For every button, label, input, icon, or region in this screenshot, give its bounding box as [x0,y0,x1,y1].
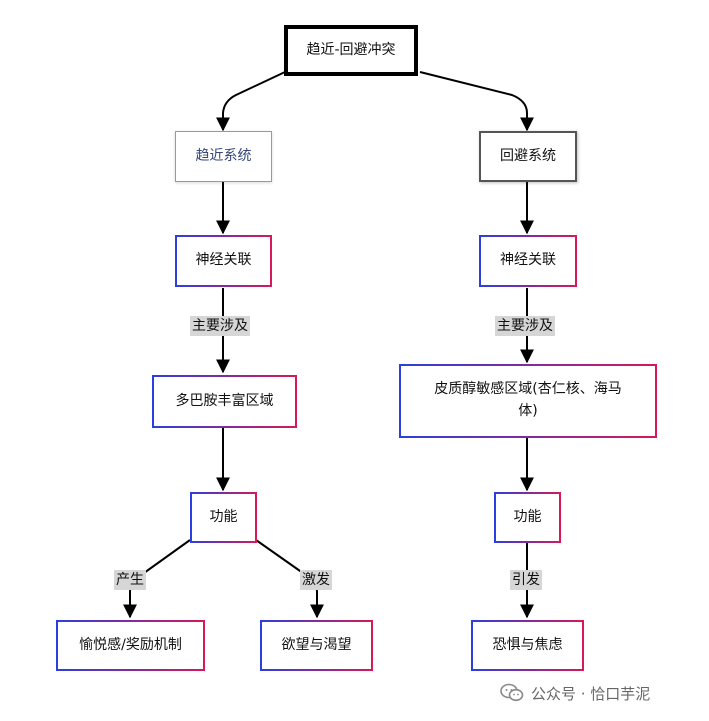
node-avoid-system[interactable]: 回避系统 [479,131,577,182]
node-desire[interactable]: 欲望与渴望 [260,620,373,671]
watermark-text: 公众号 · 恰口芋泥 [531,684,651,703]
node-avoid-function[interactable]: 功能 [494,492,561,543]
edge-label-stimulates: 激发 [300,570,332,590]
edge-label-avoid-involves: 主要涉及 [495,316,555,336]
node-approach-system[interactable]: 趋近系统 [175,131,272,182]
node-pleasure[interactable]: 愉悦感/奖励机制 [56,620,205,671]
node-avoid-neural[interactable]: 神经关联 [479,235,577,287]
node-root[interactable]: 趋近-回避冲突 [284,25,418,76]
node-sensitive-region[interactable]: 皮质醇敏感区域(杏仁核、海马体) [399,364,657,438]
edge-root-approach [216,71,286,132]
edge-label-approach-involves: 主要涉及 [190,316,250,336]
edge-label-triggers: 引发 [510,570,542,590]
node-fear[interactable]: 恐惧与焦虑 [471,620,584,671]
wechat-icon [500,683,524,702]
node-approach-function[interactable]: 功能 [190,492,257,543]
watermark: 公众号 · 恰口芋泥 [500,681,650,705]
node-approach-neural[interactable]: 神经关联 [175,235,272,287]
edge-label-produces: 产生 [114,570,146,590]
node-dopamine-region[interactable]: 多巴胺丰富区域 [152,375,297,428]
edge-root-avoid [419,71,534,132]
